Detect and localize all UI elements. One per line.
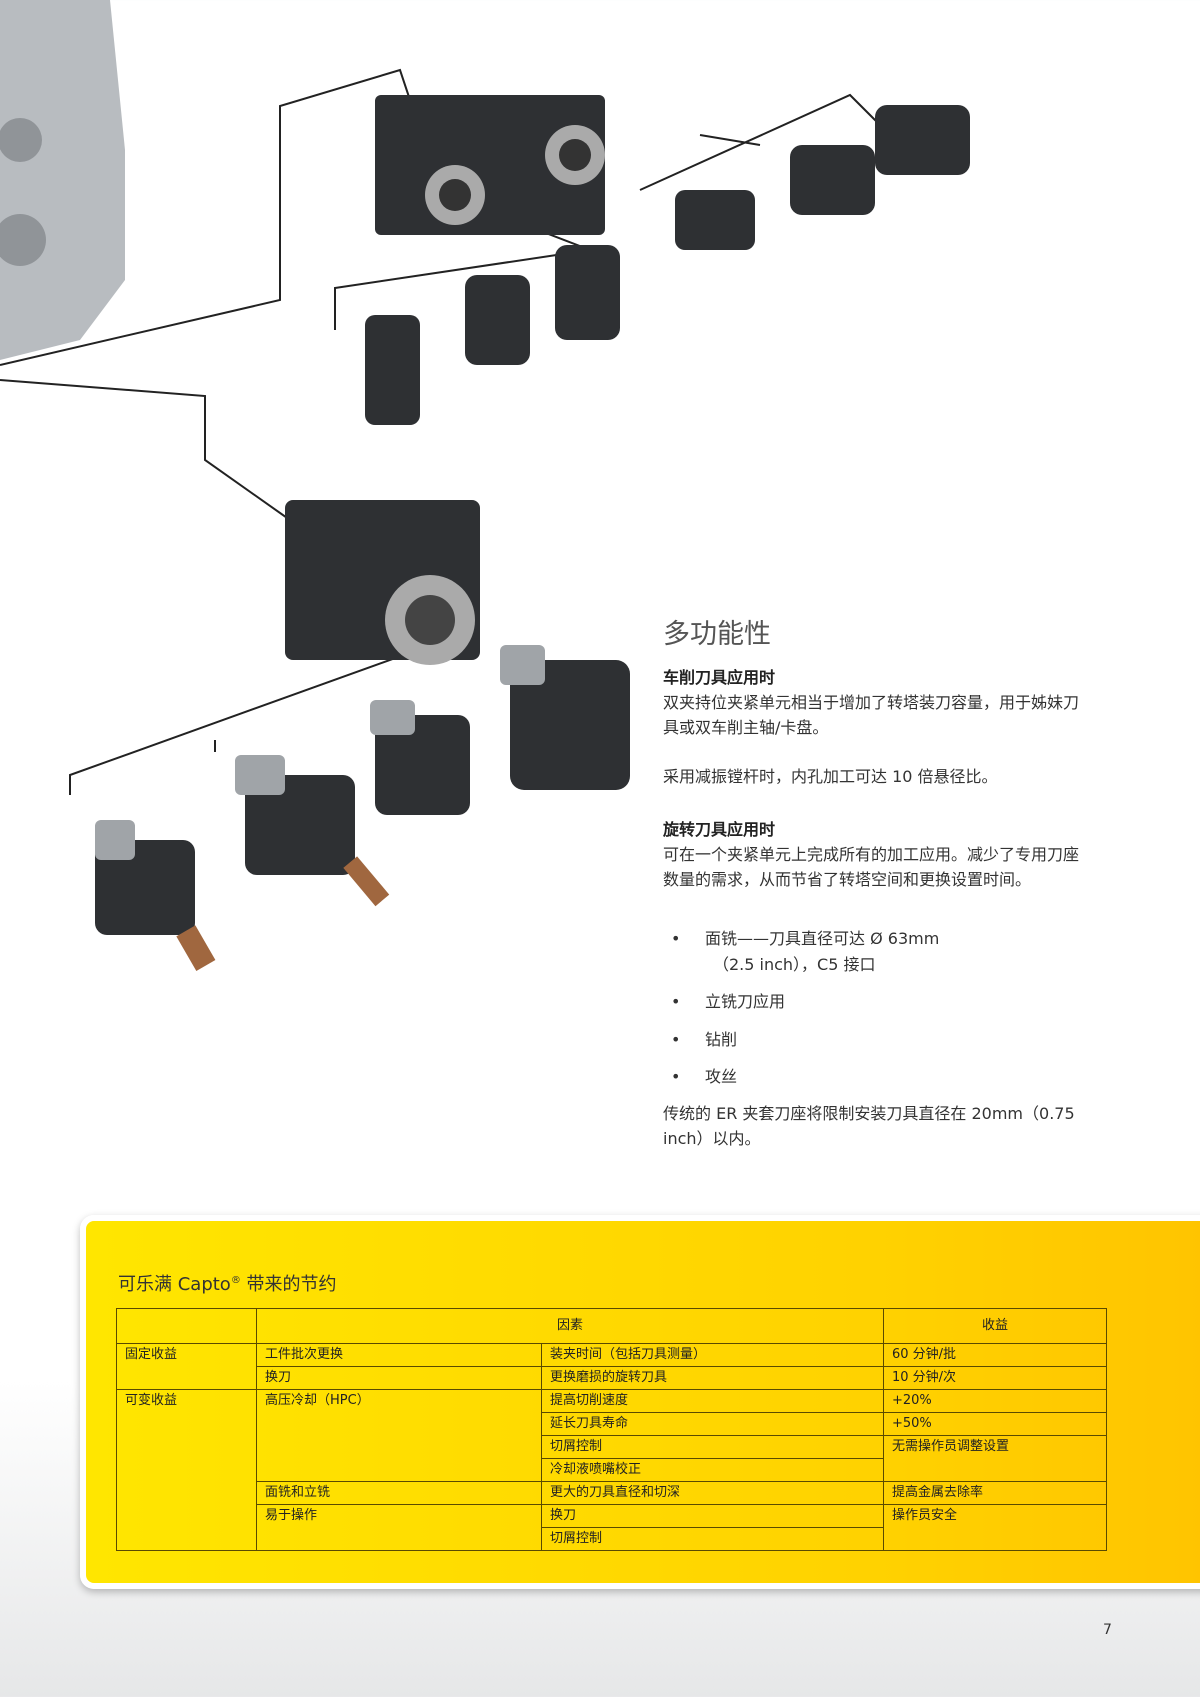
table-row: 可变收益 高压冷却（HPC） 提高切削速度 +20% xyxy=(116,1389,1107,1551)
detail-cell: 提高切削速度 xyxy=(541,1389,884,1413)
factor-cell: 高压冷却（HPC） xyxy=(256,1389,542,1482)
double-clamping-unit xyxy=(375,95,605,235)
benefit-cell: +50% xyxy=(883,1412,1107,1436)
bullet-mark: • xyxy=(671,1067,681,1086)
benefit-cell: 10 分钟/次 xyxy=(883,1366,1107,1390)
detail-cell: 换刀 xyxy=(541,1504,884,1528)
table-row: 切屑控制 xyxy=(117,1527,1107,1551)
driven-tool-unit xyxy=(285,500,480,665)
detail-cell: 更大的刀具直径和切深 xyxy=(541,1481,884,1505)
rotating-heading: 旋转刀具应用时 xyxy=(663,820,776,839)
table-header: 因素 收益 xyxy=(116,1308,1107,1344)
detail-cell: 切屑控制 xyxy=(541,1527,884,1551)
bullet-text: （2.5 inch），C5 接口 xyxy=(713,955,876,974)
table-row: 切屑控制 无需操作员调整设置 xyxy=(117,1435,1107,1482)
table-row: 易于操作 换刀 操作员安全 xyxy=(117,1504,1107,1551)
table-row: 面铣和立铣 更大的刀具直径和切深 提高金属去除率 xyxy=(117,1481,1107,1505)
detail-cell: 切屑控制 xyxy=(541,1435,884,1459)
bullet-text: 钻削 xyxy=(705,1030,738,1049)
turning-heading: 车削刀具应用时 xyxy=(663,668,776,687)
detail-cell: 更换磨损的旋转刀具 xyxy=(541,1366,884,1390)
factor-cell: 换刀 xyxy=(256,1366,542,1390)
registered-mark: ® xyxy=(230,1275,241,1286)
table-row: 固定收益 工件批次更换 装夹时间（包括刀具测量） 60 分钟/批 xyxy=(116,1343,1107,1390)
benefit-cell: 60 分钟/批 xyxy=(883,1343,1107,1367)
header-cell xyxy=(116,1308,257,1344)
benefit-cell: 提高金属去除率 xyxy=(883,1481,1107,1505)
table-row: 换刀 更换磨损的旋转刀具 10 分钟/次 xyxy=(117,1366,1107,1390)
savings-table: 因素 收益 固定收益 工件批次更换 装夹时间（包括刀具测量） 60 分钟/批 换… xyxy=(116,1308,1107,1551)
table-row: 冷却液喷嘴校正 xyxy=(117,1458,1107,1482)
detail-cell: 冷却液喷嘴校正 xyxy=(541,1458,884,1482)
detail-cell: 延长刀具寿命 xyxy=(541,1412,884,1436)
table-row: 延长刀具寿命 +50% xyxy=(117,1412,1107,1436)
title-suffix: 带来的节约 xyxy=(240,1274,337,1295)
factor-cell: 工件批次更换 xyxy=(256,1343,542,1367)
category-cell: 可变收益 xyxy=(116,1389,257,1551)
bullet-mark: • xyxy=(671,992,681,1011)
er-collet-paragraph: 传统的 ER 夹套刀座将限制安装刀具直径在 20mm（0.75 inch）以内。 xyxy=(663,1104,1075,1148)
turret-block xyxy=(0,0,125,360)
category-cell: 固定收益 xyxy=(116,1343,257,1390)
factor-cell: 易于操作 xyxy=(256,1504,542,1551)
detail-cell: 装夹时间（包括刀具测量） xyxy=(541,1343,884,1367)
benefit-cell: 操作员安全 xyxy=(883,1504,1107,1551)
tooling-system-illustration xyxy=(0,0,970,971)
bullet-mark: • xyxy=(671,929,681,948)
title-text: 可乐满 Capto xyxy=(118,1274,231,1295)
benefit-cell: +20% xyxy=(883,1389,1107,1413)
header-benefit: 收益 xyxy=(883,1308,1107,1344)
benefit-cell: 无需操作员调整设置 xyxy=(883,1435,1107,1482)
turning-paragraph: 双夹持位夹紧单元相当于增加了转塔装刀容量，用于姊妹刀具或双车削主轴/卡盘。 xyxy=(663,693,1080,737)
bullet-mark: • xyxy=(671,1030,681,1049)
header-factor: 因素 xyxy=(256,1308,884,1344)
factor-cell: 面铣和立铣 xyxy=(256,1481,542,1505)
damped-bar-paragraph: 采用减振镗杆时，内孔加工可达 10 倍悬径比。 xyxy=(663,767,998,786)
rotating-paragraph: 可在一个夹紧单元上完成所有的加工应用。减少了专用刀座数量的需求，从而节省了转塔空… xyxy=(663,845,1080,889)
bullet-text: 攻丝 xyxy=(705,1067,738,1086)
bullet-text: 面铣——刀具直径可达 Ø 63mm xyxy=(705,929,940,948)
page-number: 7 xyxy=(1103,1622,1112,1638)
bullet-text: 立铣刀应用 xyxy=(705,992,786,1011)
section-title: 多功能性 xyxy=(663,619,771,650)
savings-title: 可乐满 Capto® 带来的节约 xyxy=(118,1270,337,1296)
